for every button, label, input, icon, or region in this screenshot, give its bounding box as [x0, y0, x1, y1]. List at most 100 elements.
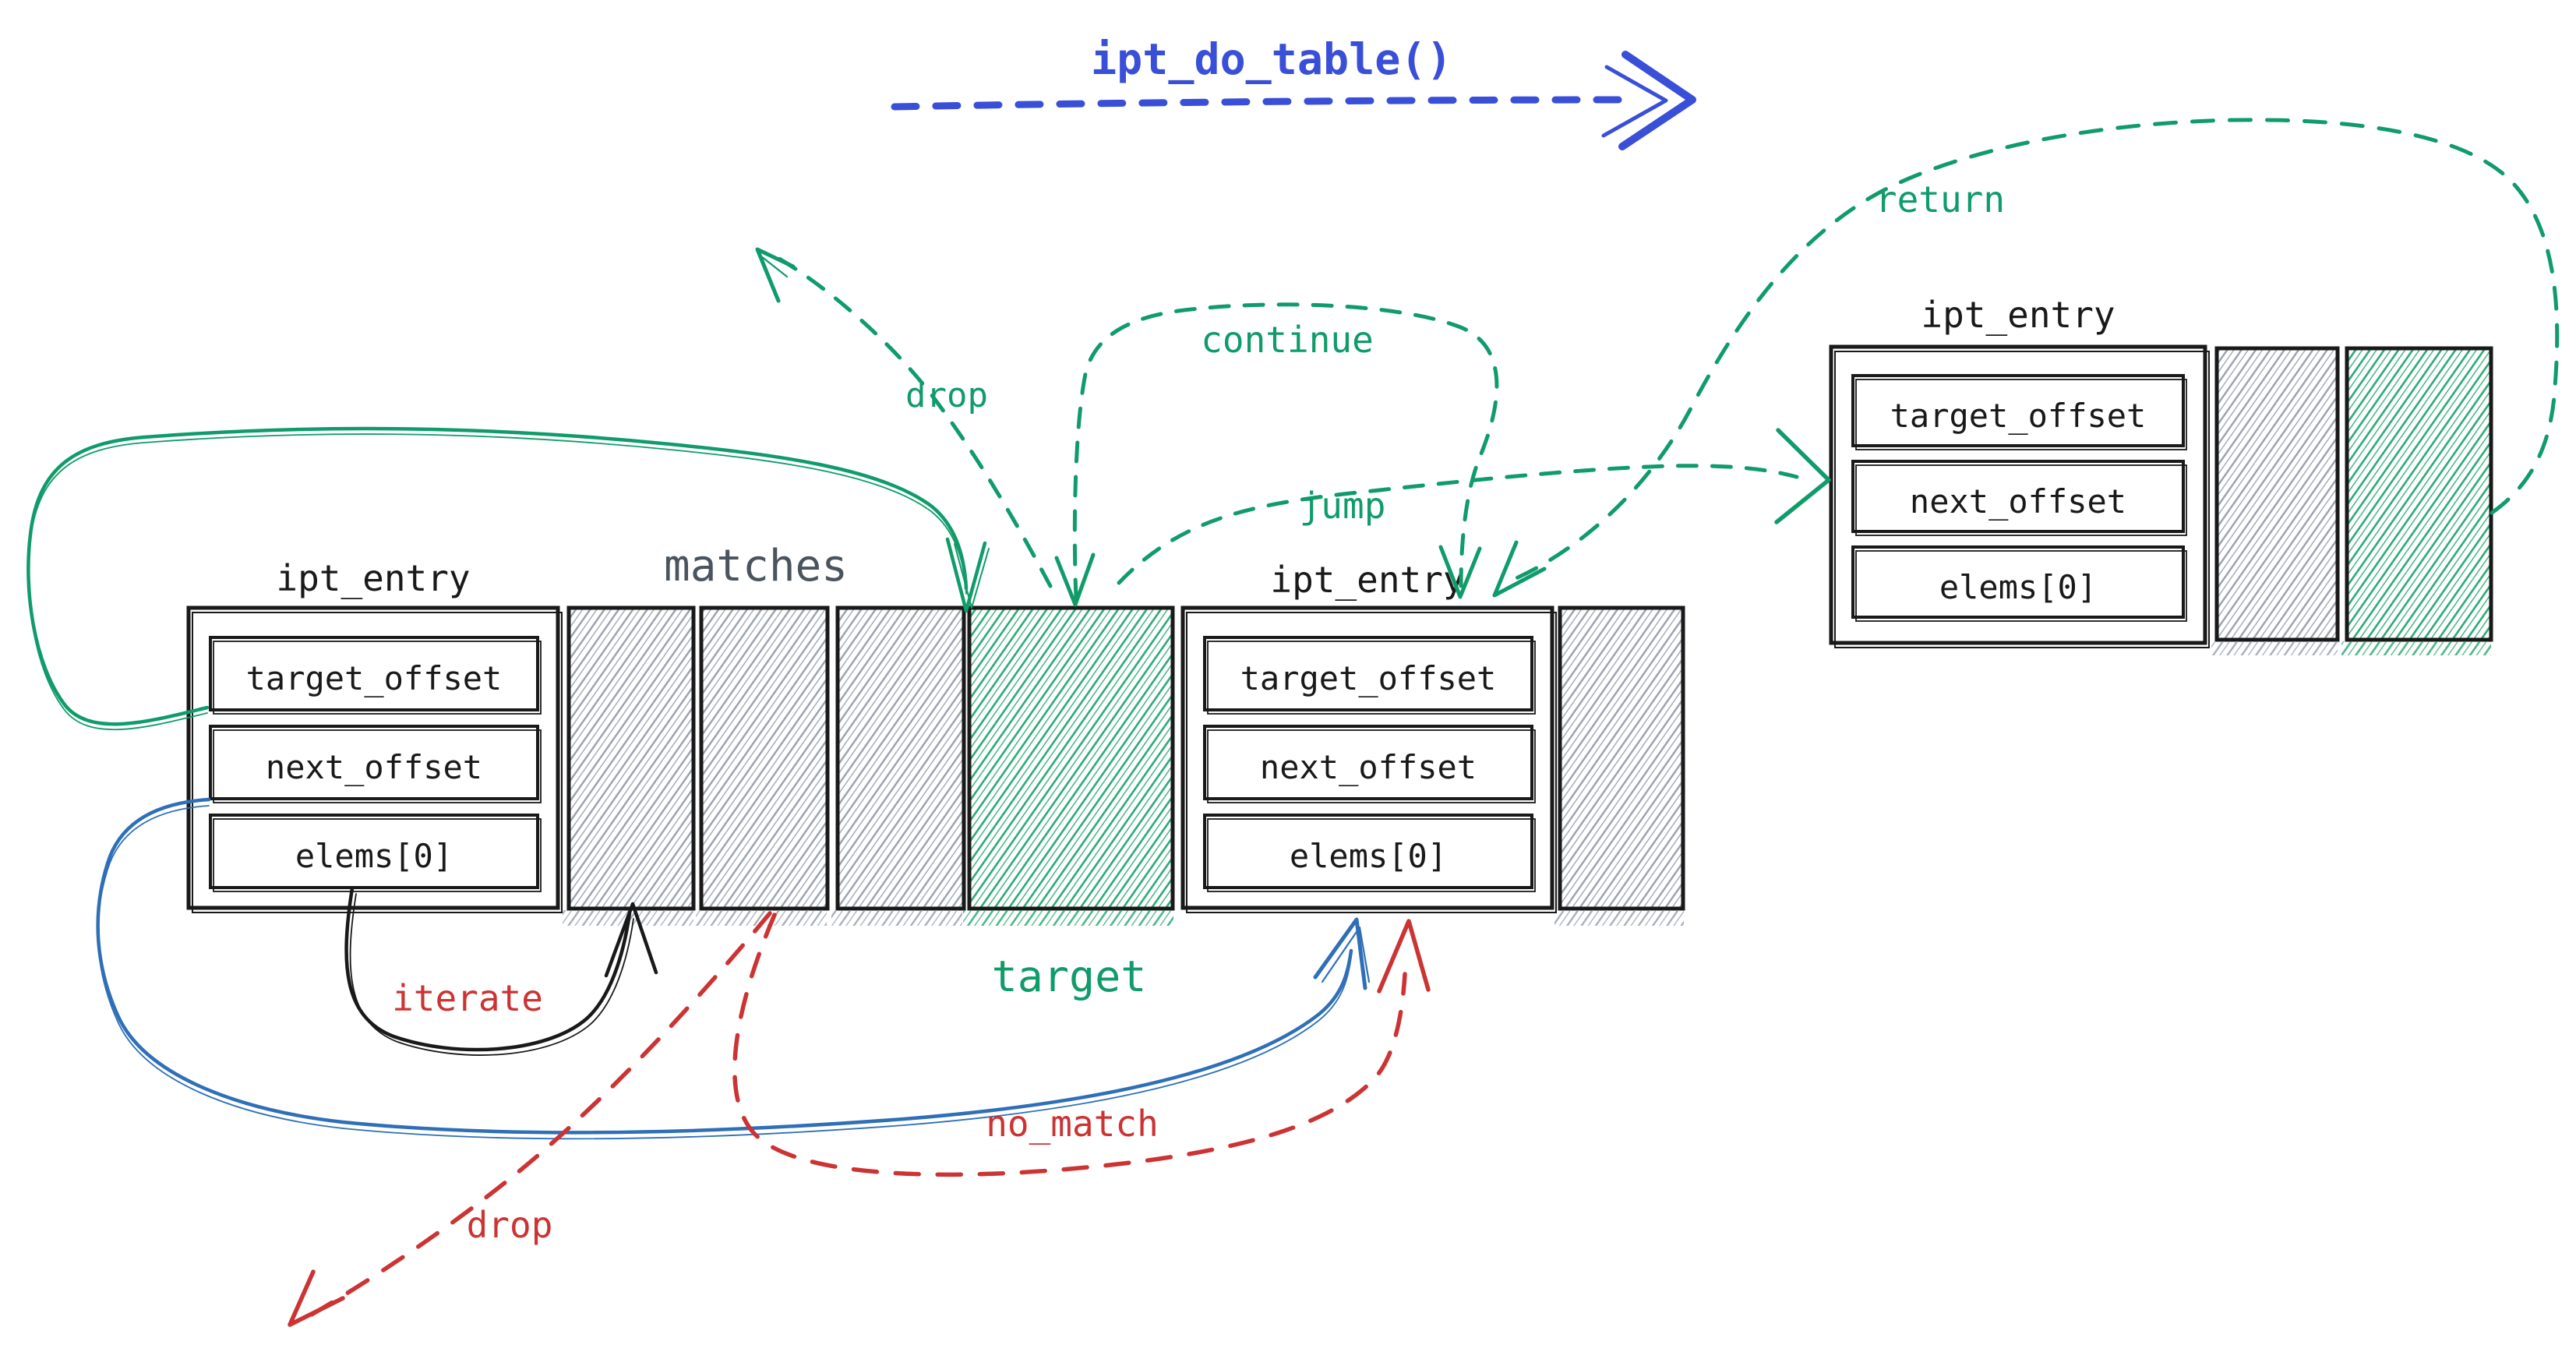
struct-outline-ghost [192, 612, 563, 913]
right-match-box [2214, 346, 2340, 642]
arrow-head-icon [945, 537, 987, 613]
page-title: ipt_do_table() [1091, 34, 1452, 84]
field-box [1203, 814, 1533, 889]
field-label: next_offset [1260, 748, 1477, 786]
pointer-line [26, 426, 969, 726]
field-box [1851, 545, 2185, 619]
hatch-spill [831, 910, 962, 926]
iterate-line [344, 886, 632, 1052]
target-box [967, 605, 1175, 911]
pointer-line [96, 797, 1353, 1135]
continue-arrow-line [1072, 302, 1499, 601]
title-group: ipt_do_table() [1091, 34, 1452, 84]
field-box-ghost [1855, 550, 2187, 622]
field-label: next_offset [1910, 482, 2126, 521]
field-label: next_offset [266, 748, 482, 786]
field-box-ghost [213, 729, 542, 803]
right-hatch-boxes [2211, 346, 2493, 655]
continue-arrow-head-end-icon [1438, 545, 1482, 599]
field-box [209, 814, 539, 889]
field-box-ghost [1207, 641, 1536, 715]
ipt-do-table-flow-arrow [891, 51, 1696, 150]
continue-arrow-head-start-icon [1054, 552, 1096, 607]
struct-title: ipt_entry [1921, 294, 2115, 336]
iterate-arrow [344, 886, 658, 1056]
matches-label: matches [664, 541, 848, 591]
drop-bottom-arrow-head-icon [288, 1269, 345, 1327]
flow-arrow-head-icon [1618, 51, 1696, 150]
field-box-ghost [213, 818, 542, 892]
hatch-spill [1554, 910, 1684, 926]
drop-arrow-head-ghost [760, 255, 789, 298]
field-box [209, 636, 539, 711]
arrow-head-ghost [1321, 926, 1371, 983]
arrow-head-icon [1313, 917, 1367, 990]
failure-labels: no_match drop [467, 1103, 1159, 1246]
return-arrow-line [1514, 118, 2560, 581]
drop-arrow-line [777, 256, 1053, 588]
field-box [1203, 636, 1533, 711]
match-box-3 [835, 605, 966, 911]
jump-arrow-head-icon [1774, 428, 1831, 524]
hatch-spill [963, 910, 1173, 926]
left-ipt-entry [186, 605, 563, 913]
right-target-box [2345, 346, 2493, 642]
field-box [1203, 725, 1533, 800]
flow-arrow-line [891, 96, 1629, 111]
field-box [209, 725, 539, 800]
no-match-arrow-line [732, 913, 1407, 1177]
arrow-head-ghost [954, 543, 990, 609]
field-label: elems[0] [1290, 837, 1447, 875]
drop-bottom-arrow-line [308, 911, 772, 1318]
struct-outline-ghost [1834, 351, 2210, 648]
no-match-arrow-head-icon [1377, 919, 1431, 994]
verdict-labels: drop continue jump return [905, 178, 2005, 527]
hatch-spill [696, 910, 827, 926]
drop-top-label: drop [905, 376, 988, 415]
field-box-ghost [213, 641, 542, 715]
target-offset-pointer-arrow [26, 426, 990, 730]
left-ipt-entry-text: ipt_entry target_offset next_offset elem… [246, 557, 503, 875]
hatch-spill [2211, 641, 2338, 655]
right-ipt-entry [1829, 344, 2210, 648]
pointer-line-ghost [27, 433, 967, 730]
field-label: elems[0] [1939, 568, 2097, 606]
field-box-ghost [1855, 379, 2187, 450]
match-box-1 [566, 605, 696, 911]
jump-arrow-line [1117, 464, 1799, 585]
field-label: target_offset [1240, 659, 1497, 697]
flow-arrow-head-ghost [1601, 65, 1668, 138]
target-box-group [963, 605, 1175, 926]
arrow-head-icon [604, 902, 658, 978]
field-box-ghost [1207, 818, 1536, 892]
field-box [1851, 374, 2185, 447]
no-match-label: no_match [986, 1103, 1159, 1145]
return-label: return [1876, 178, 2005, 221]
field-box-ghost [1207, 729, 1536, 803]
return-arrow-head-icon [1492, 540, 1547, 598]
target-label: target [992, 951, 1147, 1001]
jump-label: jump [1300, 485, 1386, 527]
pointer-line-ghost [97, 805, 1352, 1140]
iterate-line-ghost [349, 893, 634, 1056]
struct-title: ipt_entry [1270, 559, 1464, 601]
field-box [1851, 460, 2185, 533]
verdict-arrows [755, 118, 2560, 607]
field-label: elems[0] [295, 837, 453, 875]
middle-ipt-entry-text: ipt_entry target_offset next_offset elem… [1240, 559, 1497, 875]
hatch-spill [2341, 641, 2491, 655]
right-ipt-entry-text: ipt_entry target_offset next_offset elem… [1890, 294, 2147, 606]
field-label: target_offset [246, 659, 503, 697]
iterate-label: iterate [392, 977, 543, 1019]
match-box-2 [699, 605, 830, 911]
failure-arrows [288, 911, 1431, 1327]
struct-title: ipt_entry [276, 557, 470, 599]
field-box-ghost [1855, 464, 2187, 536]
matches-boxes [563, 605, 966, 926]
next-offset-pointer-arrow [96, 797, 1371, 1140]
middle-ipt-entry [1180, 605, 1557, 913]
match-box-4 [1558, 605, 1685, 911]
trailing-match-box-group [1554, 605, 1685, 926]
